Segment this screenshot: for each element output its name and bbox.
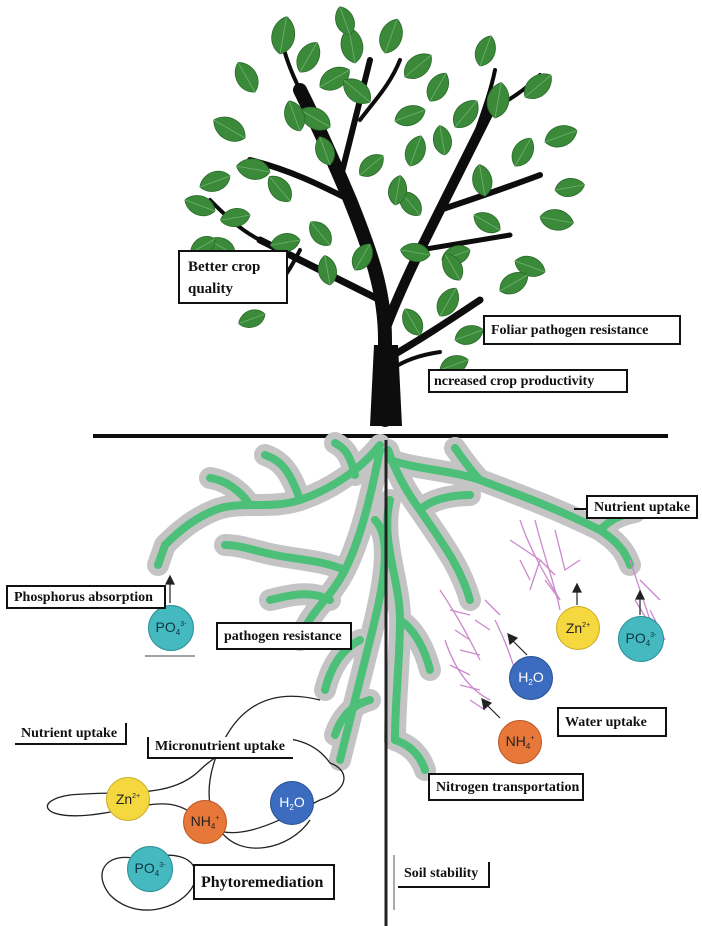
increased-crop-productivity-label: ncreased crop productivity bbox=[428, 369, 628, 393]
root-hair bbox=[520, 560, 530, 580]
nitrogen-transportation-label: Nitrogen transportation bbox=[428, 773, 584, 801]
nutrient-uptake-right-label: Nutrient uptake bbox=[586, 495, 698, 519]
better-crop-quality-label: Better crop quality bbox=[178, 250, 288, 304]
nh4-ion-left: NH4+ bbox=[183, 800, 227, 844]
water-uptake-label: Water uptake bbox=[557, 707, 667, 737]
tree bbox=[182, 4, 586, 426]
root-hair bbox=[555, 530, 580, 570]
soil-stability-label: Soil stability bbox=[398, 862, 490, 888]
po4-ion-left: PO43- bbox=[148, 605, 194, 651]
phosphorus-absorption-label: Phosphorus absorption bbox=[6, 585, 166, 609]
zn-ion-right: Zn2+ bbox=[556, 606, 600, 650]
root-hair bbox=[450, 610, 470, 615]
nutrient-uptake-left-label: Nutrient uptake bbox=[15, 723, 127, 745]
h2o-ion-right: H2O bbox=[509, 656, 553, 700]
root-hair bbox=[455, 630, 470, 640]
root-hair bbox=[445, 640, 490, 700]
root-hair bbox=[475, 620, 490, 630]
root-hair bbox=[460, 650, 480, 655]
po4-ion-right: PO43- bbox=[618, 616, 664, 662]
root-hair bbox=[485, 600, 500, 615]
h2o-ion-left: H2O bbox=[270, 781, 314, 825]
root-hair bbox=[510, 540, 540, 590]
root-hair bbox=[495, 620, 515, 670]
nh4-ion-right: NH4+ bbox=[498, 720, 542, 764]
tree-trunk bbox=[370, 345, 402, 426]
micronutrient-uptake-label: Micronutrient uptake bbox=[147, 737, 293, 759]
root-hair bbox=[450, 665, 470, 675]
zn-ion-left: Zn2+ bbox=[106, 777, 150, 821]
phytoremediation-label: Phytoremediation bbox=[193, 864, 335, 900]
foliar-pathogen-resistance-label: Foliar pathogen resistance bbox=[483, 315, 681, 345]
pathogen-resistance-label: pathogen resistance bbox=[216, 622, 352, 650]
po4-ion-bottom: PO43- bbox=[127, 846, 173, 892]
